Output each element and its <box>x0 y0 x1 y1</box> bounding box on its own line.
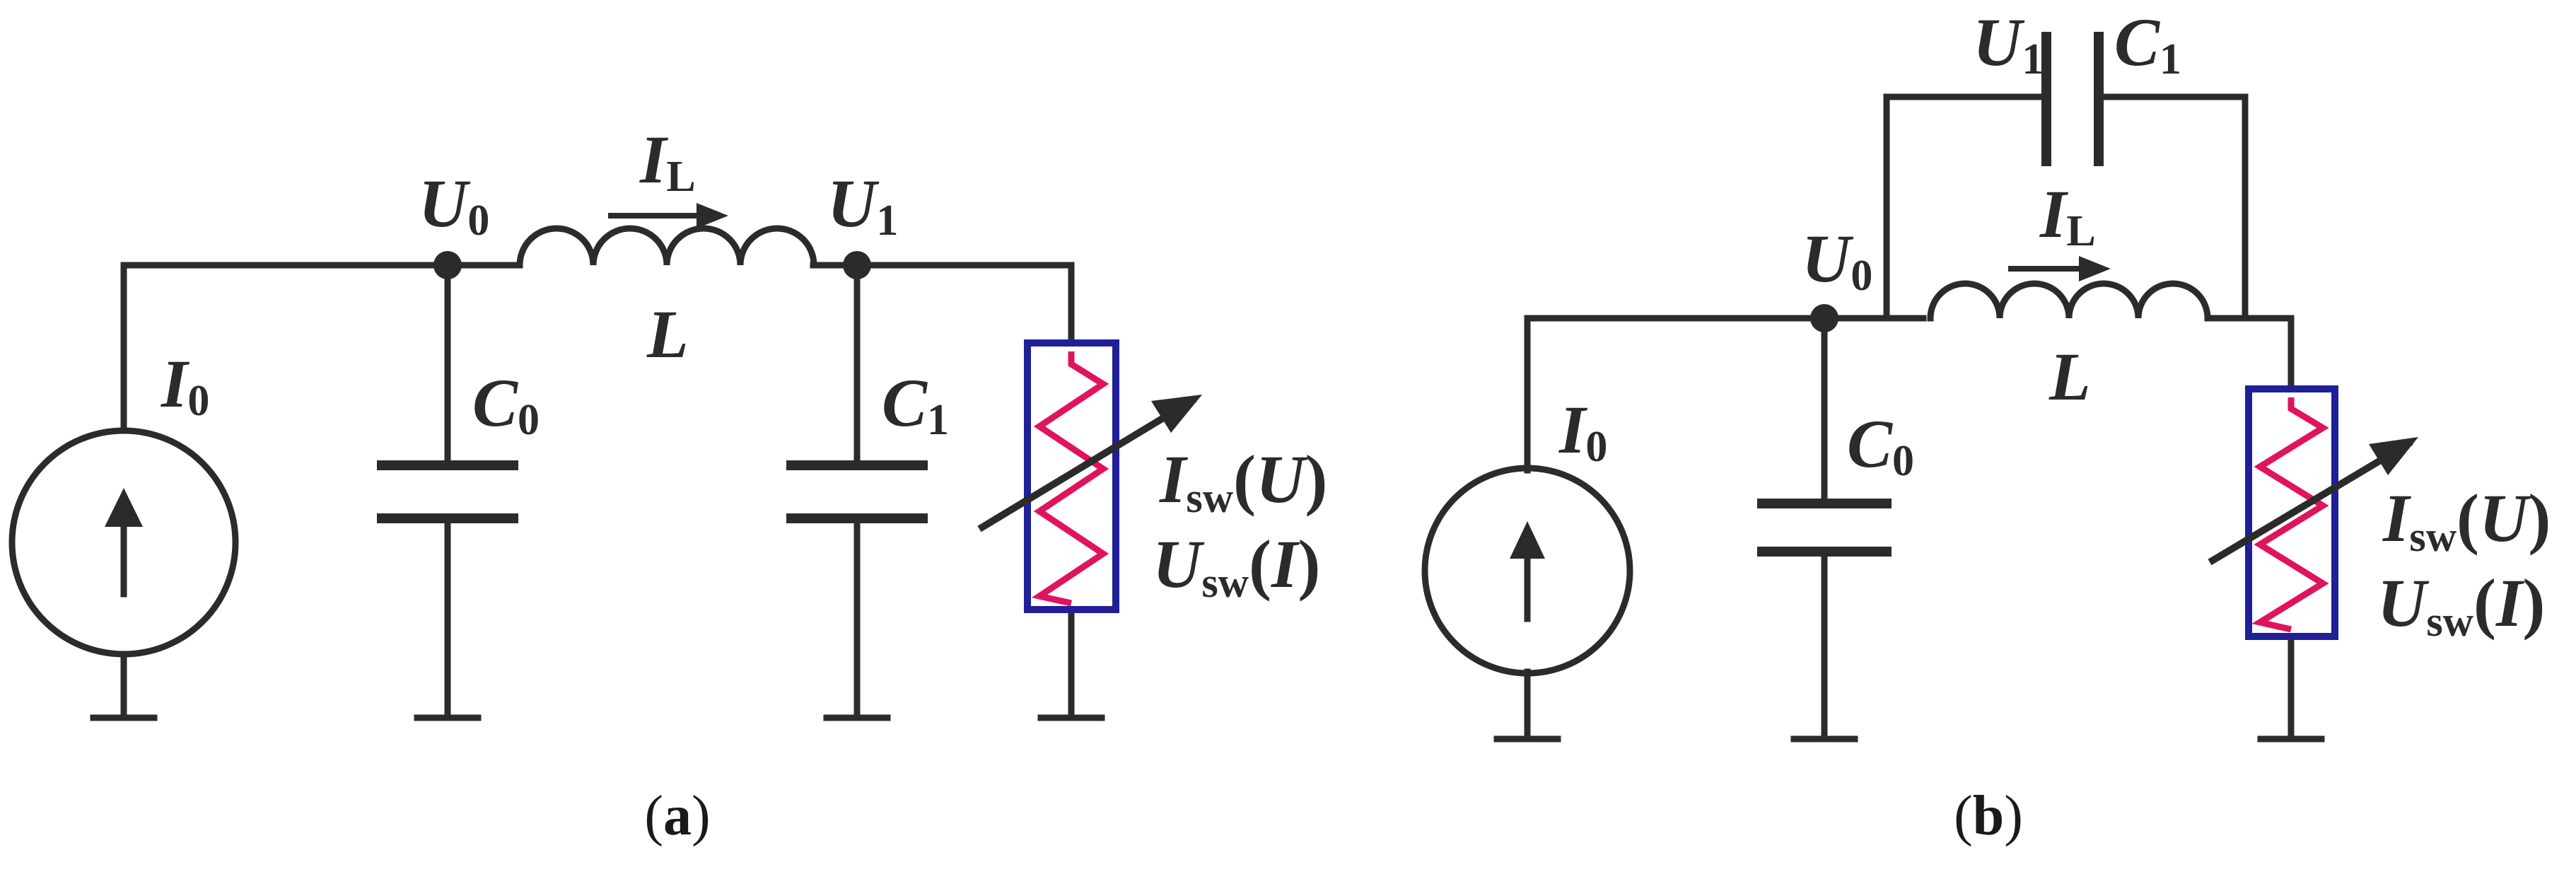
wire-c1-loop-left <box>1883 93 2046 322</box>
label-il: IL <box>639 122 696 201</box>
inductor-l <box>1927 280 2211 322</box>
switch-zigzag <box>2251 397 2329 633</box>
label-u1: U1 <box>827 165 898 245</box>
label-i0: I0 <box>1558 392 1607 471</box>
current-arrowhead-il <box>697 203 728 228</box>
label-u0: U0 <box>1802 221 1872 300</box>
wire-c1-loop-right <box>2100 93 2249 322</box>
panel-a: U0 IL U1 L I0 C0 C1 Isw(U) Usw(I) (a) <box>8 122 1327 847</box>
inductor-l <box>516 225 817 269</box>
label-il: IL <box>2039 176 2096 255</box>
current-source-arrowhead <box>1510 521 1545 559</box>
wire-inductor-to-switch <box>810 262 1075 347</box>
label-l: L <box>2048 339 2091 414</box>
current-source-arrowhead <box>105 488 143 527</box>
variable-arrow <box>2208 438 2413 566</box>
wire-top-left <box>1524 315 1927 474</box>
wire-top-left <box>120 262 451 433</box>
node-u0 <box>433 251 462 279</box>
panel-b: U1 C1 U0 IL L I0 C0 Isw(U) Usw(I) (b) <box>1421 4 2551 847</box>
caption-a: (a) <box>644 785 710 847</box>
label-usw: Usw(I) <box>2377 565 2545 645</box>
current-arrowhead-il <box>2079 256 2111 281</box>
node-u0 <box>1810 304 1838 332</box>
current-source-i0 <box>1421 465 1633 677</box>
switch-zigzag <box>1031 351 1109 607</box>
label-usw: Usw(I) <box>1153 526 1320 606</box>
caption-b: (b) <box>1954 785 2023 847</box>
wire-inductor-to-switch <box>2206 315 2295 392</box>
label-u1: U1 <box>1973 4 2044 83</box>
label-isw: Isw(U) <box>2382 480 2551 560</box>
switch-box <box>2245 385 2338 640</box>
label-isw: Isw(U) <box>1159 441 1327 521</box>
label-c0: C0 <box>1847 406 1914 485</box>
node-u1 <box>843 251 871 279</box>
label-u0: U0 <box>419 165 489 245</box>
variable-arrowhead <box>2369 437 2418 475</box>
switch-box <box>1024 339 1119 613</box>
label-c1: C1 <box>2114 4 2181 83</box>
label-c1: C1 <box>882 365 949 444</box>
current-source-i0 <box>8 427 239 658</box>
variable-arrowhead <box>1151 395 1202 433</box>
label-c0: C0 <box>472 365 540 444</box>
label-i0: I0 <box>161 346 209 425</box>
label-l: L <box>646 296 689 372</box>
variable-arrow <box>977 395 1197 532</box>
